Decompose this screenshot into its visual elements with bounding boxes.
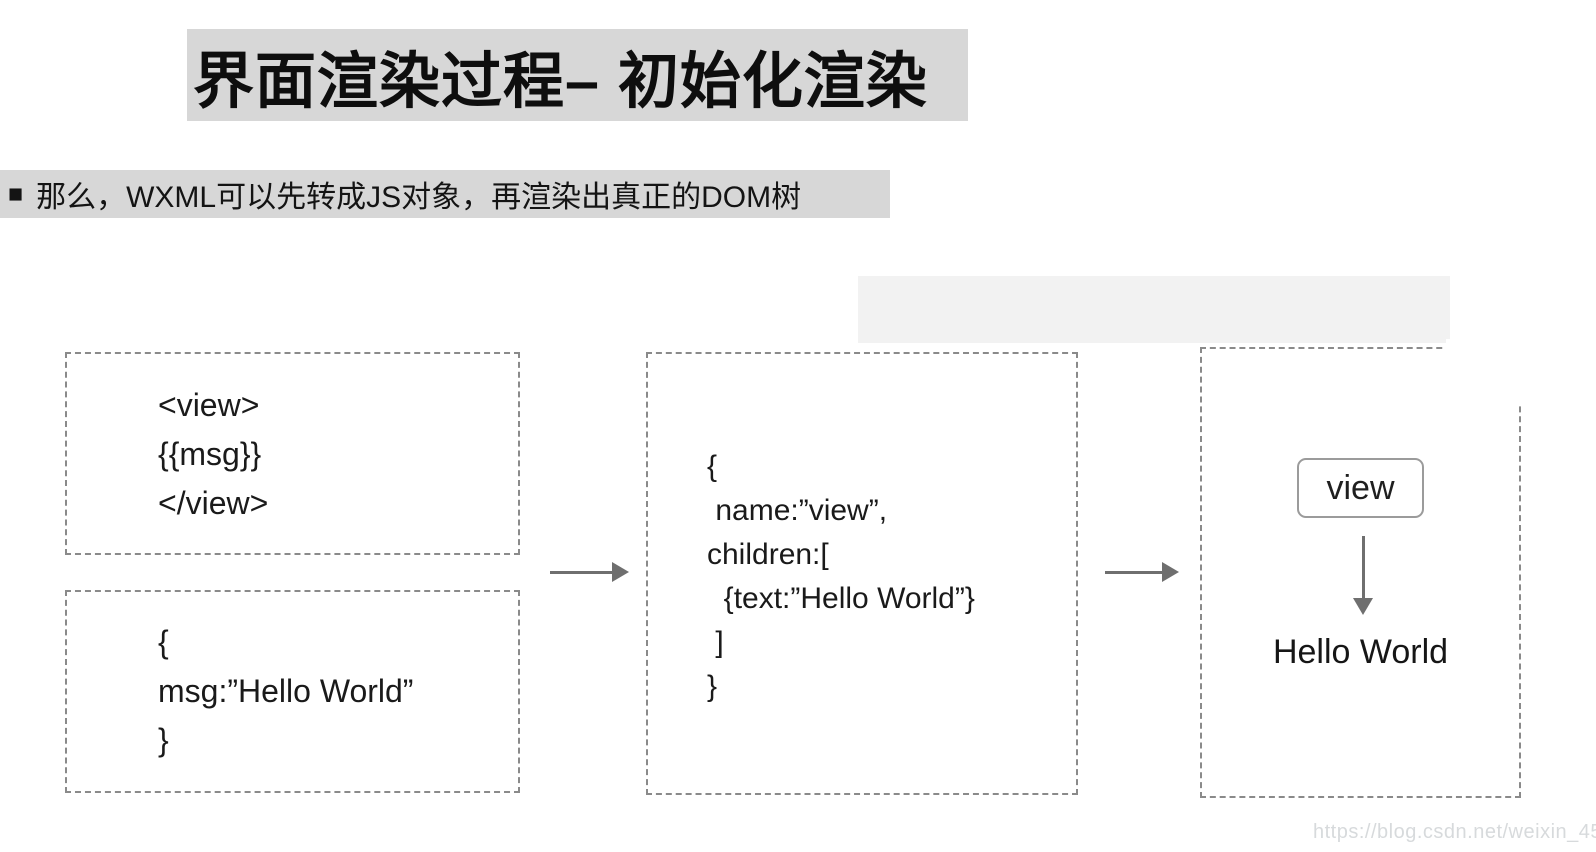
arrow-shaft: [1105, 571, 1163, 574]
box-corner-fade: [1446, 339, 1528, 405]
wxml-template-box: <view> {{msg}} </view>: [65, 352, 520, 555]
code-line: msg:”Hello World”: [158, 673, 414, 709]
code-line: name:”view”,: [707, 494, 888, 527]
data-object-box: { msg:”Hello World” }: [65, 590, 520, 793]
code-line: </view>: [158, 485, 269, 521]
dom-tree-box: view Hello World: [1200, 347, 1521, 798]
arrow-shaft: [550, 571, 613, 574]
code-line: }: [158, 722, 169, 758]
code-line: {: [707, 450, 718, 483]
bullet-text: 那么，WXML可以先转成JS对象，再渲染出真正的DOM树: [36, 181, 802, 214]
watermark-url: https://blog.csdn.net/weixin_45221036: [1313, 821, 1596, 843]
code-line: {: [158, 624, 169, 660]
code-line: {text:”Hello World”}: [707, 582, 975, 615]
wxml-code: <view> {{msg}} </view>: [158, 381, 268, 528]
code-line: ]: [707, 626, 724, 659]
bullet-line: ■ 那么，WXML可以先转成JS对象，再渲染出真正的DOM树: [0, 170, 890, 218]
arrow-head: [1162, 562, 1179, 582]
page-title: 界面渲染过程– 初始化渲染: [187, 29, 968, 121]
arrow-head: [612, 562, 629, 582]
js-object-box: { name:”view”, children:[ {text:”Hello W…: [646, 352, 1078, 795]
arrow-right-icon: [1105, 562, 1179, 583]
dom-text-node: Hello World: [1272, 633, 1449, 671]
arrow-down-head-icon: [1353, 598, 1373, 615]
bullet-square-icon: ■: [8, 179, 24, 208]
data-code: { msg:”Hello World” }: [158, 618, 413, 765]
code-line: <view>: [158, 387, 260, 423]
arrow-right-icon: [550, 562, 630, 583]
code-line: }: [707, 670, 718, 703]
code-line: {{msg}}: [158, 436, 262, 472]
background-shade: [858, 276, 1450, 343]
js-code: { name:”view”, children:[ {text:”Hello W…: [707, 445, 975, 709]
code-line: children:[: [707, 538, 829, 571]
arrow-down-icon: [1362, 536, 1365, 598]
dom-view-node: view: [1297, 458, 1424, 518]
